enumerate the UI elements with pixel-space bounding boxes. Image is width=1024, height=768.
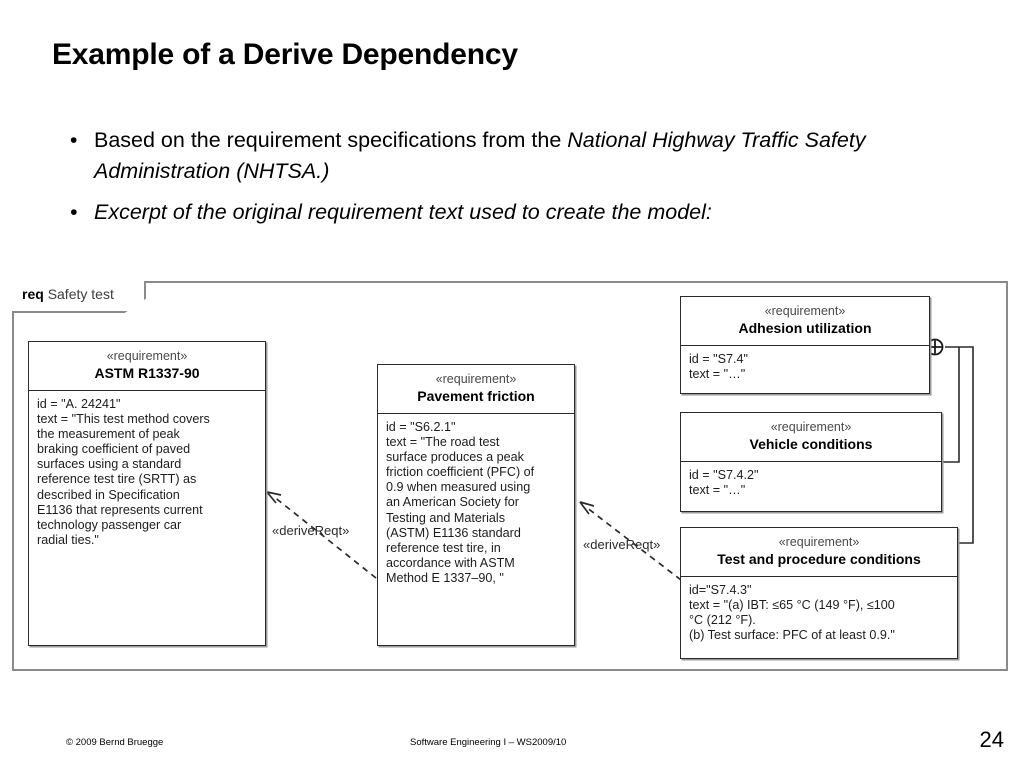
stereotype-label: «requirement» xyxy=(435,372,517,386)
requirement-box-astm[interactable]: «requirement» ASTM R1337-90 id = "A. 242… xyxy=(28,341,266,646)
requirement-body: id = "A. 24241" text = "This test method… xyxy=(37,397,210,547)
footer-course: Software Engineering I – WS2009/10 xyxy=(410,737,567,748)
diagram-frame-label: req Safety test xyxy=(22,286,114,302)
requirement-name: Vehicle conditions xyxy=(749,436,873,452)
bullet-text-italic: National Highway Traffic Safety Administ… xyxy=(94,128,866,183)
requirement-header: «requirement» Vehicle conditions xyxy=(681,413,941,462)
requirement-box-test-and-procedure-conditions[interactable]: «requirement» Test and procedure conditi… xyxy=(680,527,958,659)
requirement-body: id = "S7.4.2" text = "…" xyxy=(689,468,759,498)
requirement-header: «requirement» Test and procedure conditi… xyxy=(681,528,957,577)
requirement-box-adhesion-utilization[interactable]: «requirement» Adhesion utilization id = … xyxy=(680,296,930,394)
requirement-header: «requirement» Pavement friction xyxy=(378,365,574,414)
diagram-frame-name: Safety test xyxy=(47,286,114,302)
derive-dependency-1-label: «deriveReqt» xyxy=(272,523,350,538)
bullet-marker: • xyxy=(70,129,78,152)
requirement-name: ASTM R1337-90 xyxy=(94,365,200,381)
footer-page-number: 24 xyxy=(979,727,1004,752)
requirement-header: «requirement» Adhesion utilization xyxy=(681,297,929,346)
stereotype-label: «requirement» xyxy=(106,349,188,363)
requirement-body: id = "S7.4" text = "…" xyxy=(689,352,749,382)
list-item: • Excerpt of the original requirement tex… xyxy=(56,197,956,228)
derive-dependency-2-label: «deriveReqt» xyxy=(583,537,661,552)
diagram-frame-kind: req xyxy=(22,286,44,302)
requirement-body: id="S7.4.3" text = "(a) IBT: ≤65 °C (149… xyxy=(689,583,895,643)
requirement-body: id = "S6.2.1" text = "The road test surf… xyxy=(386,420,535,585)
bullet-marker: • xyxy=(70,201,78,224)
page-title: Example of a Derive Dependency xyxy=(52,38,518,71)
stereotype-label: «requirement» xyxy=(778,535,860,549)
bullet-text-italic: Excerpt of the original requirement text… xyxy=(94,200,712,224)
requirement-name: Pavement friction xyxy=(417,388,535,404)
bullet-list: • Based on the requirement specifications… xyxy=(56,125,956,228)
bullet-text-plain: Based on the requirement specifications … xyxy=(94,128,568,152)
requirement-name: Adhesion utilization xyxy=(738,320,872,336)
requirement-name: Test and procedure conditions xyxy=(717,551,921,567)
requirement-box-vehicle-conditions[interactable]: «requirement» Vehicle conditions id = "S… xyxy=(680,412,942,512)
diagram-frame-tab: req Safety test xyxy=(12,281,146,313)
footer-copyright: © 2009 Bernd Bruegge xyxy=(66,737,164,748)
requirement-header: «requirement» ASTM R1337-90 xyxy=(29,342,265,391)
list-item: • Based on the requirement specifications… xyxy=(56,125,956,187)
requirement-box-pavement-friction[interactable]: «requirement» Pavement friction id = "S6… xyxy=(377,364,575,646)
stereotype-label: «requirement» xyxy=(770,420,852,434)
stereotype-label: «requirement» xyxy=(764,304,846,318)
